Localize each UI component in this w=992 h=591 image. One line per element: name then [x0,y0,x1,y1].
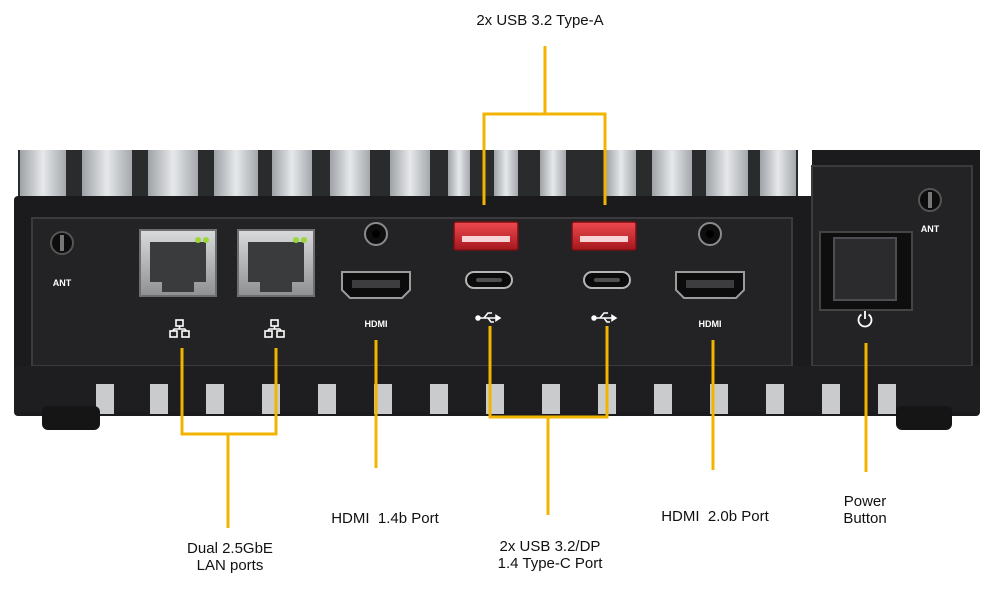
usb-c-callout: 2x USB 3.2/DP 1.4 Type-C Port [450,538,650,572]
antenna-connector-left [50,231,74,255]
power-callout-line-1: Power [843,493,887,510]
hdmi-port-right[interactable] [675,271,745,299]
hdmi-label-left: HDMI [365,319,388,329]
hdmi-port-left[interactable] [341,271,411,299]
foot-right [896,406,952,430]
ant-label-right: ANT [921,224,940,234]
hdmi14-callout: HDMI 1.4b Port [300,510,470,527]
hdmi20-callout: HDMI 2.0b Port [630,508,800,525]
hdmi-label-right: HDMI [699,319,722,329]
usb-c-callout-line-1: 2x USB 3.2/DP [499,538,601,555]
power-icon [857,311,873,328]
usb-c-port-1[interactable] [465,271,513,289]
lan-port-1[interactable] [139,229,217,297]
power-callout-line-2: Button [843,510,887,527]
usb-a-port-2[interactable] [571,221,637,251]
power-button[interactable] [819,231,913,311]
usb-c-callout-line-2: 1.4 Type-C Port [497,555,603,572]
usb-c-port-2[interactable] [583,271,631,289]
antenna-connector-right [918,188,942,212]
foot-left [42,406,100,430]
heatsink-top [18,150,892,200]
power-callout: Power Button [800,493,930,527]
lan-callout-line-1: Dual 2.5GbE [187,540,273,557]
lan-callout-line-2: LAN ports [196,557,264,574]
hdmi14-callout-text: HDMI 1.4b Port [331,510,439,527]
usb-a-callout: 2x USB 3.2 Type-A [430,12,650,29]
network-icon [264,319,285,338]
hdmi20-callout-text: HDMI 2.0b Port [661,508,769,525]
heatsink-bottom [14,366,980,414]
usb-a-port-1[interactable] [453,221,519,251]
usb-icon [475,312,502,323]
lan-callout: Dual 2.5GbE LAN ports [130,540,330,574]
network-icon [169,319,190,338]
ant-label-left: ANT [53,278,72,288]
lan-port-2[interactable] [237,229,315,297]
usb-icon [591,312,618,323]
leader-lines [180,46,868,528]
usb-a-callout-text: 2x USB 3.2 Type-A [476,12,604,29]
